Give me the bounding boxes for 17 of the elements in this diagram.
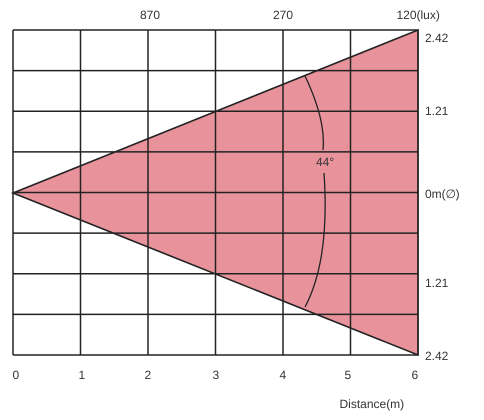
axis-tick-label: 4 <box>280 368 286 382</box>
beam-width-label: 2.42 <box>425 349 448 363</box>
lux-value: 120(lux) <box>396 8 440 22</box>
beam-angle-label: 44° <box>316 155 334 169</box>
beam-width-label: 1.21 <box>425 104 448 118</box>
axis-tick-label: 2 <box>144 368 152 382</box>
axis-tick-label: 1 <box>78 368 86 382</box>
axis-tick-label: 6 <box>412 368 418 382</box>
axis-title: Distance(m) <box>340 397 404 411</box>
beam-width-label: 0m(∅) <box>425 187 460 201</box>
lux-value: 270 <box>273 8 294 22</box>
axis-tick-label: 0 <box>12 368 20 382</box>
beam-width-label: 2.42 <box>425 31 448 45</box>
beam-width-label: 1.21 <box>425 276 448 290</box>
lux-value: 870 <box>140 8 160 22</box>
axis-tick-label: 3 <box>212 368 220 382</box>
axis-tick-label: 5 <box>344 368 352 382</box>
